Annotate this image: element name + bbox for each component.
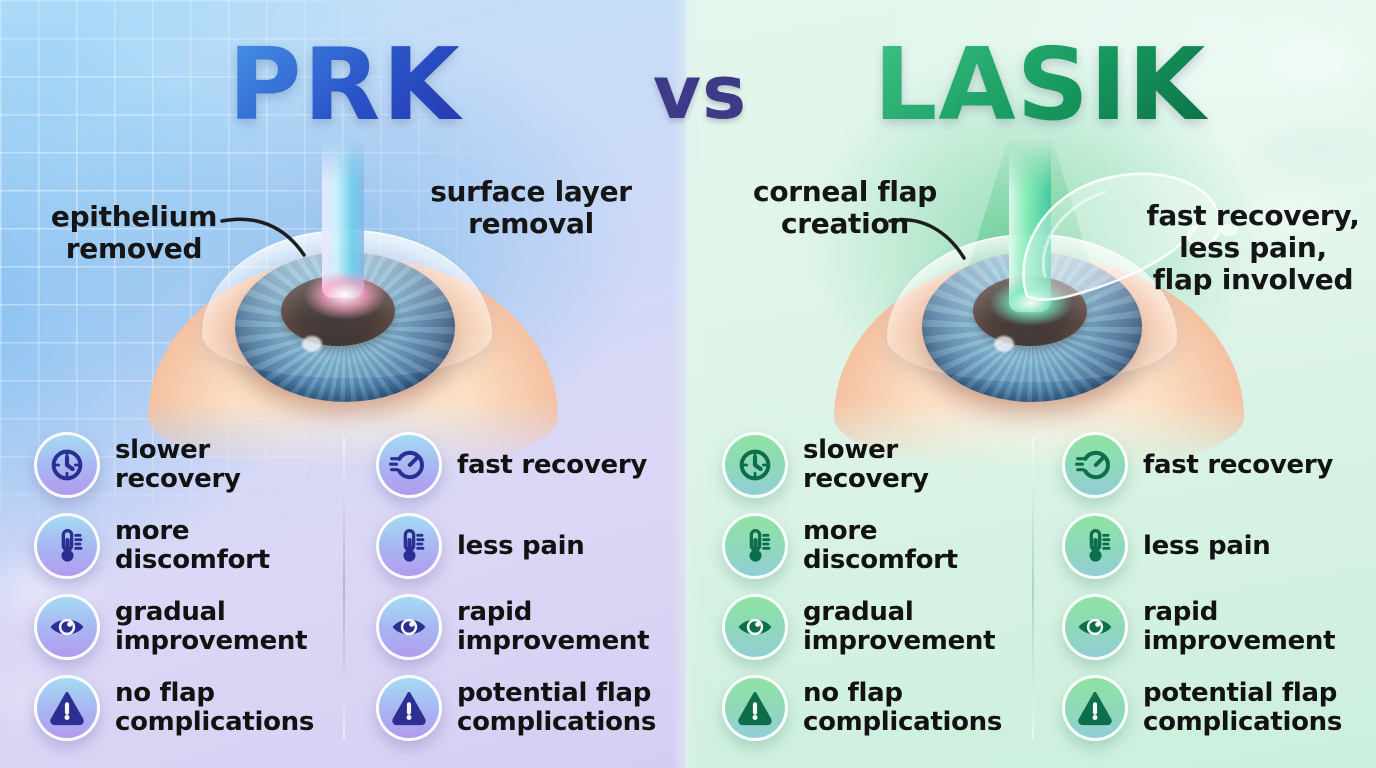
lasik-features-col2: fast recovery less pain rapid improvemen… <box>1062 432 1376 741</box>
list-item: gradual improvement <box>34 594 337 660</box>
feature-label: slower recovery <box>115 435 241 494</box>
callout-line: removal <box>468 206 594 240</box>
lasik-laser-impact-glow <box>975 272 1087 334</box>
thermometer-icon <box>376 513 442 579</box>
warning-icon <box>376 675 442 741</box>
callout-line: creation <box>780 206 910 240</box>
clock-icon <box>34 432 100 498</box>
feature-label: rapid improvement <box>1143 597 1336 656</box>
thermometer-icon <box>1062 513 1128 579</box>
callout-line: surface layer <box>430 175 632 208</box>
list-item: no flap complications <box>722 675 1025 741</box>
feature-label: more discomfort <box>803 516 958 575</box>
list-item: potential flap complications <box>376 675 697 741</box>
eye-icon <box>34 594 100 660</box>
lasik-callout-corneal-flap: corneal flap creation <box>720 176 970 240</box>
callout-line: epithelium <box>50 200 218 233</box>
lasik-title: LASIK <box>856 26 1224 143</box>
list-item: slower recovery <box>34 432 337 498</box>
lasik-callout-benefits: fast recovery, less pain, flap involved <box>1128 200 1376 296</box>
speedometer-icon <box>1062 432 1128 498</box>
callout-line: less pain, <box>1179 230 1327 264</box>
panel-seam <box>672 0 700 768</box>
lasik-column-divider <box>1032 437 1034 739</box>
list-item: fast recovery <box>376 432 697 498</box>
list-item: slower recovery <box>722 432 1025 498</box>
feature-label: no flap complications <box>803 678 1003 737</box>
feature-label: more discomfort <box>115 516 270 575</box>
prk-column-divider <box>343 437 345 739</box>
feature-label: fast recovery <box>1143 449 1333 480</box>
feature-label: gradual improvement <box>115 597 308 656</box>
ghost-decoration-top-right <box>1146 0 1376 320</box>
lasik-corneal-flap <box>1022 172 1238 301</box>
callout-line: removed <box>65 231 203 265</box>
prk-features-col2: fast recovery less pain rapid improvemen… <box>376 432 697 741</box>
callout-line: flap involved <box>1152 262 1354 296</box>
vs-label: vs <box>652 50 748 136</box>
list-item: no flap complications <box>34 675 337 741</box>
list-item: rapid improvement <box>376 594 697 660</box>
prk-callout-surface-layer: surface layer removal <box>406 176 656 240</box>
prk-laser-impact-glow <box>290 262 400 328</box>
warning-icon <box>1062 675 1128 741</box>
list-item: rapid improvement <box>1062 594 1376 660</box>
list-item: gradual improvement <box>722 594 1025 660</box>
prk-title: PRK <box>170 26 520 143</box>
feature-label: slower recovery <box>803 435 929 494</box>
eye-icon <box>376 594 442 660</box>
lasik-features-col1: slower recovery more discomfort gradual … <box>722 432 1025 741</box>
thermometer-icon <box>722 513 788 579</box>
clock-icon <box>722 432 788 498</box>
list-item: less pain <box>1062 513 1376 579</box>
feature-label: no flap complications <box>115 678 315 737</box>
list-item: less pain <box>376 513 697 579</box>
prk-callout-epithelium: epithelium removed <box>28 201 240 265</box>
list-item: fast recovery <box>1062 432 1376 498</box>
feature-label: potential flap complications <box>1143 678 1343 737</box>
eye-icon <box>1062 594 1128 660</box>
feature-label: potential flap complications <box>457 678 657 737</box>
warning-icon <box>34 675 100 741</box>
list-item: potential flap complications <box>1062 675 1376 741</box>
feature-label: less pain <box>457 530 585 561</box>
callout-line: corneal flap <box>753 175 937 208</box>
feature-label: gradual improvement <box>803 597 996 656</box>
speedometer-icon <box>376 432 442 498</box>
list-item: more discomfort <box>34 513 337 579</box>
eye-icon <box>722 594 788 660</box>
ghost-decoration-bottom-left <box>0 508 200 768</box>
warning-icon <box>722 675 788 741</box>
callout-line: fast recovery, <box>1146 199 1360 232</box>
prk-features-col1: slower recovery more discomfort gradual … <box>34 432 337 741</box>
list-item: more discomfort <box>722 513 1025 579</box>
feature-label: rapid improvement <box>457 597 650 656</box>
feature-label: fast recovery <box>457 449 647 480</box>
thermometer-icon <box>34 513 100 579</box>
feature-label: less pain <box>1143 530 1271 561</box>
